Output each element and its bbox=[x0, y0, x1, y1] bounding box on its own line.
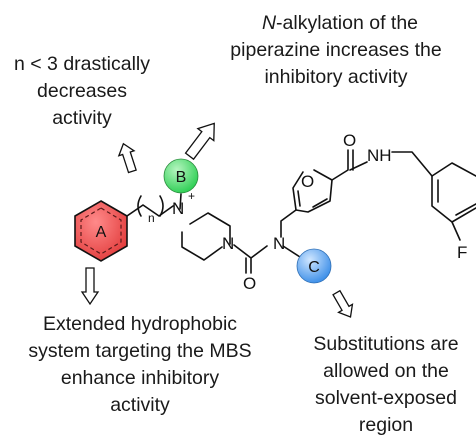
arrow-to-hydrophobic-note bbox=[80, 267, 100, 306]
atom-charge-plus: + bbox=[188, 189, 195, 203]
site-b-marker: B bbox=[163, 158, 199, 194]
n-alkylation-line-1: alkylation of the bbox=[283, 12, 419, 34]
n-alkylation-line-3: inhibitory activity bbox=[264, 66, 407, 88]
piperazine-ring bbox=[181, 212, 231, 261]
atom-nh: NH bbox=[367, 146, 392, 165]
n-alkylation-line-2: piperazine increases the bbox=[230, 39, 441, 61]
arrow-to-substitution-note bbox=[332, 289, 354, 318]
site-c-label: C bbox=[308, 259, 320, 276]
fluoro-bond bbox=[451, 221, 461, 241]
annotation-substitution: Substitutions are allowed on the solvent… bbox=[313, 333, 458, 436]
atom-n-piperazine: N bbox=[222, 234, 234, 253]
amide-n-substituents bbox=[280, 209, 301, 258]
linker-bracket-left bbox=[137, 195, 142, 217]
ethyl-linker bbox=[391, 151, 433, 177]
atom-n-quaternary: N bbox=[172, 199, 184, 218]
substitution-line-4: region bbox=[359, 414, 413, 436]
site-c-marker: C bbox=[296, 248, 332, 284]
molecule-structure: N + n N N O O O NH F bbox=[74, 131, 476, 293]
substitution-line-3: solvent-exposed bbox=[315, 387, 457, 409]
atom-o-urea: O bbox=[243, 274, 256, 293]
n-to-site-b-bond bbox=[179, 193, 182, 210]
annotation-hydrophobic: Extended hydrophobic system targeting th… bbox=[28, 313, 251, 416]
linker-chain bbox=[126, 204, 174, 217]
site-b-label: B bbox=[176, 169, 187, 186]
hydrophobic-line-1: Extended hydrophobic bbox=[43, 313, 237, 335]
carbonyl-amide bbox=[331, 149, 368, 181]
site-b-circle bbox=[163, 158, 199, 194]
atom-n-subscript: n bbox=[148, 211, 155, 225]
arrow-to-n-alkylation bbox=[184, 122, 215, 161]
atom-o-furan: O bbox=[301, 172, 314, 191]
annotation-n-alkylation: N-alkylation of the piperazine increases… bbox=[230, 12, 441, 88]
linker-length-line-2: decreases bbox=[37, 80, 127, 102]
ring-a-label: A bbox=[96, 224, 107, 241]
linker-bracket-right bbox=[159, 195, 164, 217]
annotation-linker-length: n < 3 drastically decreases activity bbox=[14, 53, 150, 129]
n-alkylation-prefix: N bbox=[262, 12, 277, 34]
linker-length-line-1: n < 3 drastically bbox=[14, 53, 150, 75]
site-c-circle bbox=[296, 248, 332, 284]
svg-text:N-alkylation of the: N-alkylation of the bbox=[262, 12, 418, 34]
fluorophenyl-ring bbox=[431, 162, 476, 223]
atom-n-amide: N bbox=[273, 234, 285, 253]
arrow-to-linker-note bbox=[117, 142, 137, 174]
hydrophobic-line-2: system targeting the MBS bbox=[28, 340, 251, 362]
hydrophobic-line-4: activity bbox=[110, 394, 170, 416]
furan-ring bbox=[292, 169, 333, 213]
urea-bonds bbox=[233, 244, 268, 274]
linker-length-line-3: activity bbox=[52, 107, 112, 129]
ring-a-aromatic-circle bbox=[80, 207, 122, 255]
substitution-line-2: allowed on the bbox=[323, 360, 449, 382]
atom-o-carbonyl: O bbox=[343, 131, 356, 150]
substitution-line-1: Substitutions are bbox=[313, 333, 458, 355]
atom-fluorine: F bbox=[457, 243, 467, 262]
hydrophobic-line-3: enhance inhibitory bbox=[61, 367, 220, 389]
ring-a-label-group: A bbox=[96, 224, 107, 241]
